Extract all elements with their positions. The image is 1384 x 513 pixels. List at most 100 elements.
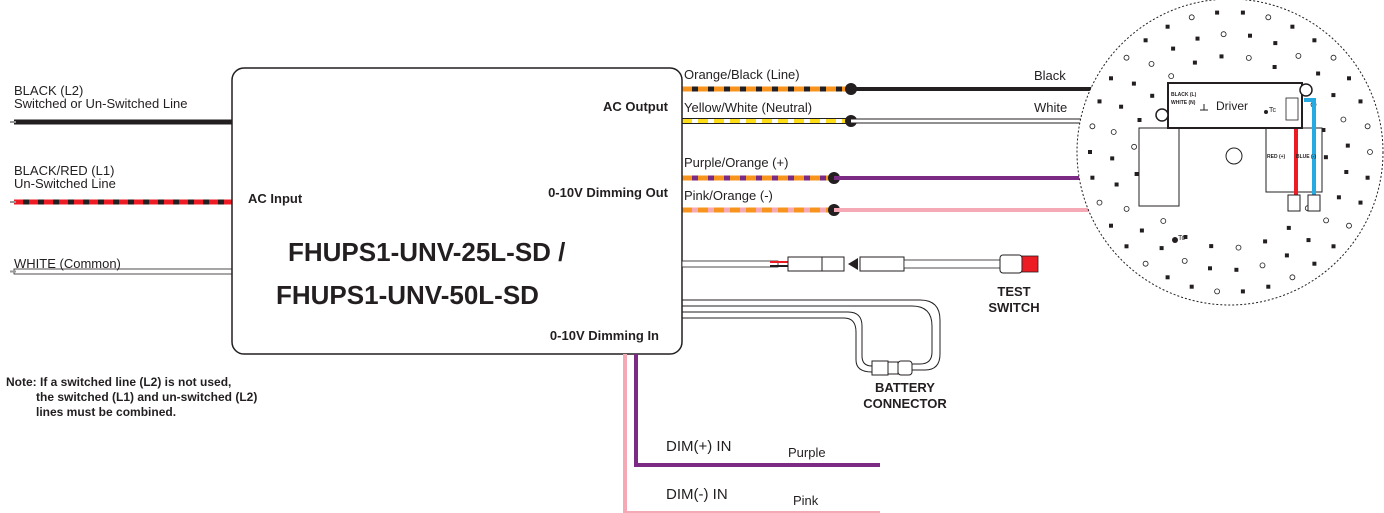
model-number-line1: FHUPS1-UNV-25L-SD / bbox=[288, 237, 565, 267]
test-switch-label: TEST bbox=[997, 284, 1030, 299]
led-dot bbox=[1181, 257, 1188, 264]
led-dot bbox=[1131, 143, 1137, 150]
output-wire-label-dim-minus: Pink/Orange (-) bbox=[684, 188, 773, 203]
led-dot bbox=[1245, 55, 1252, 61]
led-dot bbox=[1214, 288, 1220, 295]
driver-white-n-label: WHITE (N) bbox=[1171, 100, 1196, 106]
input-wire-desc-l2: Switched or Un-Switched Line bbox=[14, 96, 187, 111]
dim-in-wire-purple bbox=[634, 354, 880, 467]
model-number-line2: FHUPS1-UNV-50L-SD bbox=[276, 280, 539, 310]
battery-connector-label-2: CONNECTOR bbox=[863, 396, 947, 411]
led-dot bbox=[1131, 81, 1136, 86]
led-dot bbox=[1331, 244, 1336, 249]
led-dot bbox=[1142, 260, 1149, 267]
led-dot bbox=[1188, 14, 1195, 21]
output-wire-label-neutral: Yellow/White (Neutral) bbox=[684, 100, 812, 115]
tc-board-label: Tc bbox=[1178, 235, 1186, 242]
led-dot bbox=[1346, 222, 1352, 229]
led-dot bbox=[1358, 99, 1363, 104]
led-dot bbox=[1143, 38, 1148, 43]
driver-terminal-icon bbox=[1285, 97, 1299, 121]
led-dot bbox=[1312, 261, 1317, 266]
led-dot bbox=[1286, 225, 1291, 230]
driver-tc-label: Tc bbox=[1269, 107, 1277, 114]
led-dot bbox=[1272, 65, 1277, 69]
led-dot bbox=[1289, 274, 1296, 281]
driver-blue-label: BLUE (-) bbox=[1296, 154, 1316, 160]
test-switch-button-icon bbox=[1021, 255, 1039, 273]
led-dot bbox=[1110, 156, 1115, 161]
led-dot bbox=[1165, 24, 1170, 29]
led-fixture-board: Tc bbox=[1076, 0, 1384, 306]
input-wire-label-l1: BLACK/RED (L1) bbox=[14, 163, 114, 178]
led-dot bbox=[1208, 266, 1212, 271]
led-dot bbox=[1316, 71, 1321, 76]
driver-tc-point-icon bbox=[1264, 110, 1268, 114]
led-dot bbox=[1088, 150, 1092, 154]
led-dot bbox=[1306, 238, 1311, 243]
led-dot bbox=[1284, 253, 1289, 258]
output-wire-label-line: Orange/Black (Line) bbox=[684, 67, 800, 82]
input-wire-label-l2: BLACK (L2) bbox=[14, 83, 83, 98]
driver-label: Driver bbox=[1216, 99, 1248, 113]
dim-minus-in-label: DIM(-) IN bbox=[666, 486, 728, 503]
dimming-in-label: 0-10V Dimming In bbox=[550, 328, 659, 343]
led-dot bbox=[1168, 73, 1175, 79]
led-dot bbox=[1171, 46, 1176, 51]
led-dot bbox=[1323, 155, 1328, 160]
led-dot bbox=[1234, 267, 1239, 272]
input-wire-label-common: WHITE (Common) bbox=[14, 256, 121, 271]
led-dot bbox=[1240, 289, 1245, 294]
led-dot bbox=[1220, 31, 1227, 38]
led-dot bbox=[1139, 228, 1144, 233]
led-dot bbox=[1159, 246, 1164, 251]
led-dot bbox=[1273, 41, 1278, 46]
test-switch-cable bbox=[681, 254, 1039, 274]
led-dot bbox=[1109, 76, 1113, 81]
battery-connector-label: BATTERY bbox=[875, 380, 935, 395]
led-dot bbox=[1330, 54, 1337, 61]
output-wire-label-dim-plus: Purple/Orange (+) bbox=[684, 155, 788, 170]
led-dot bbox=[1110, 129, 1117, 135]
led-dot bbox=[1119, 104, 1124, 109]
driver-screw-icon bbox=[1299, 83, 1313, 97]
led-dot bbox=[1340, 116, 1347, 123]
led-dot bbox=[1219, 54, 1224, 59]
driver-red-label: RED (+) bbox=[1267, 154, 1286, 160]
test-switch-label-2: SWITCH bbox=[988, 300, 1039, 315]
led-dot bbox=[1209, 244, 1214, 249]
led-dot bbox=[1192, 60, 1197, 65]
led-dot bbox=[1090, 175, 1095, 180]
led-dot bbox=[1364, 123, 1371, 130]
led-dot bbox=[1134, 172, 1139, 176]
led-dot bbox=[1240, 10, 1245, 15]
led-dot bbox=[1345, 143, 1350, 148]
led-dot bbox=[1109, 223, 1113, 228]
driver-box bbox=[1167, 82, 1303, 129]
led-dot bbox=[1097, 99, 1102, 104]
led-dot bbox=[1148, 61, 1155, 67]
driver-screw-icon bbox=[1155, 108, 1169, 122]
led-dot bbox=[1195, 36, 1200, 41]
input-wire-desc-l1: Un-Switched Line bbox=[14, 176, 116, 191]
note-line-2: the switched (L1) and un-switched (L2) bbox=[36, 390, 257, 404]
led-dot bbox=[1215, 10, 1220, 15]
led-dot bbox=[1265, 14, 1272, 21]
tc-point-icon bbox=[1172, 237, 1178, 243]
led-dot bbox=[1160, 218, 1167, 224]
battery-connector-cable bbox=[682, 299, 941, 376]
led-dot bbox=[1344, 170, 1349, 174]
note-line-3: lines must be combined. bbox=[36, 405, 176, 419]
fixture-bracket bbox=[1138, 127, 1180, 207]
ac-input-label: AC Input bbox=[248, 191, 303, 206]
led-dot bbox=[1312, 38, 1317, 43]
led-dot bbox=[1367, 149, 1373, 155]
led-dot bbox=[1235, 244, 1242, 251]
led-dot bbox=[1331, 93, 1336, 98]
driver-black-l-label: BLACK (L) bbox=[1171, 92, 1197, 98]
led-dot bbox=[1263, 239, 1268, 244]
led-dot bbox=[1321, 128, 1326, 132]
fixture-wire-label-white: White bbox=[1034, 100, 1067, 115]
led-driver: BLACK (L) WHITE (N) Driver Tc bbox=[1155, 82, 1313, 129]
led-dot bbox=[1165, 275, 1170, 280]
